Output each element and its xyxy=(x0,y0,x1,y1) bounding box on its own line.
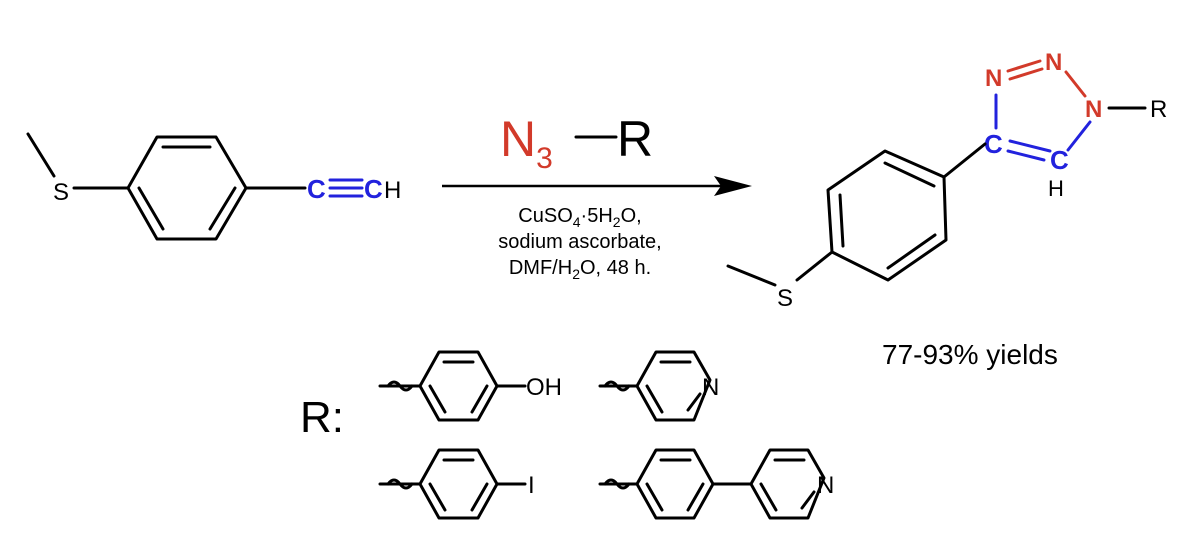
c4-c5-double-bond xyxy=(1008,139,1052,153)
ring-double-bond xyxy=(686,392,702,412)
pyridine-nitrogen-label: N xyxy=(702,374,719,401)
benzene-double-bond xyxy=(886,233,937,270)
condition-reductant: sodium ascorbate, xyxy=(498,231,661,253)
triazole-c4-label: C xyxy=(984,129,1003,159)
benzene-double-bond xyxy=(883,161,936,188)
benzene-double-bond xyxy=(838,193,845,248)
reaction-arrow-group: N3 R CuSO4·5H2O, sodium ascorbate, DMF/H… xyxy=(442,111,752,282)
triazole-n3-label: N xyxy=(985,65,1002,92)
ring-double-bond xyxy=(645,482,664,512)
triazole-n2-label: N xyxy=(1045,49,1062,76)
ring-double-bond xyxy=(470,482,489,512)
pyridine-ring xyxy=(749,448,826,520)
methyl-s-bond xyxy=(26,132,56,178)
aryl-s-bond xyxy=(795,250,834,282)
ring-double-bond xyxy=(428,384,447,414)
reaction-arrow-head xyxy=(714,176,752,196)
pyridine-ring xyxy=(635,350,712,422)
yield-label: 77-93% yields xyxy=(882,339,1058,370)
r-group-legend: R: OH N xyxy=(300,350,834,520)
hydroxyl-label: OH xyxy=(526,374,562,401)
r-group-pyridylphenyl: N xyxy=(598,448,834,520)
c5-n1-bond xyxy=(1066,120,1092,152)
alkyne-carbon-2-label: C xyxy=(364,174,383,204)
n-n-double-bond xyxy=(1006,59,1042,73)
benzene-double-bond xyxy=(137,186,165,231)
product-r-label: R xyxy=(1150,96,1167,123)
r-group-iodophenyl: I xyxy=(378,448,535,520)
triazole-h-label: H xyxy=(1048,176,1064,201)
starting-material: S C C H xyxy=(26,132,401,241)
ring-double-bond xyxy=(470,384,489,414)
r-groups-label: R: xyxy=(300,393,344,442)
condition-solvent-time: DMF/H2O, 48 h. xyxy=(509,257,651,282)
iodine-label: I xyxy=(528,472,535,499)
n-n-single-bond xyxy=(1064,70,1087,98)
r-group-pyridyl: N xyxy=(598,350,719,422)
benzene-double-bond xyxy=(208,186,237,231)
condition-catalyst: CuSO4·5H2O, xyxy=(518,205,641,230)
starting-sulfur-label: S xyxy=(53,179,69,206)
triazole-n1-label: N xyxy=(1085,96,1102,123)
alkyne-carbon-1-label: C xyxy=(307,174,326,204)
product: N N N R C C H S 77-93% yields xyxy=(726,49,1167,370)
n-n-double-bond xyxy=(1008,67,1044,81)
c4-c5-double-bond xyxy=(1006,149,1046,162)
ring-double-bond xyxy=(800,490,816,510)
ring-double-bond xyxy=(686,482,705,512)
reagent-r-label: R xyxy=(617,111,653,167)
triazole-aryl-bond xyxy=(942,142,987,179)
product-benzene-ring xyxy=(826,149,948,282)
ring-double-bond xyxy=(645,384,664,414)
s-methyl-bond xyxy=(726,264,777,287)
ring-double-bond xyxy=(428,482,447,512)
pyridine-nitrogen-label: N xyxy=(817,472,834,499)
ring-double-bond xyxy=(759,482,778,512)
azide-reagent-label: N3 xyxy=(500,111,553,175)
triazole-c5-label: C xyxy=(1050,145,1069,175)
r-group-hydroxyphenyl: OH xyxy=(378,350,562,422)
terminal-hydrogen-label: H xyxy=(384,177,401,204)
starting-benzene-ring xyxy=(126,135,248,241)
product-sulfur-label: S xyxy=(777,285,793,312)
